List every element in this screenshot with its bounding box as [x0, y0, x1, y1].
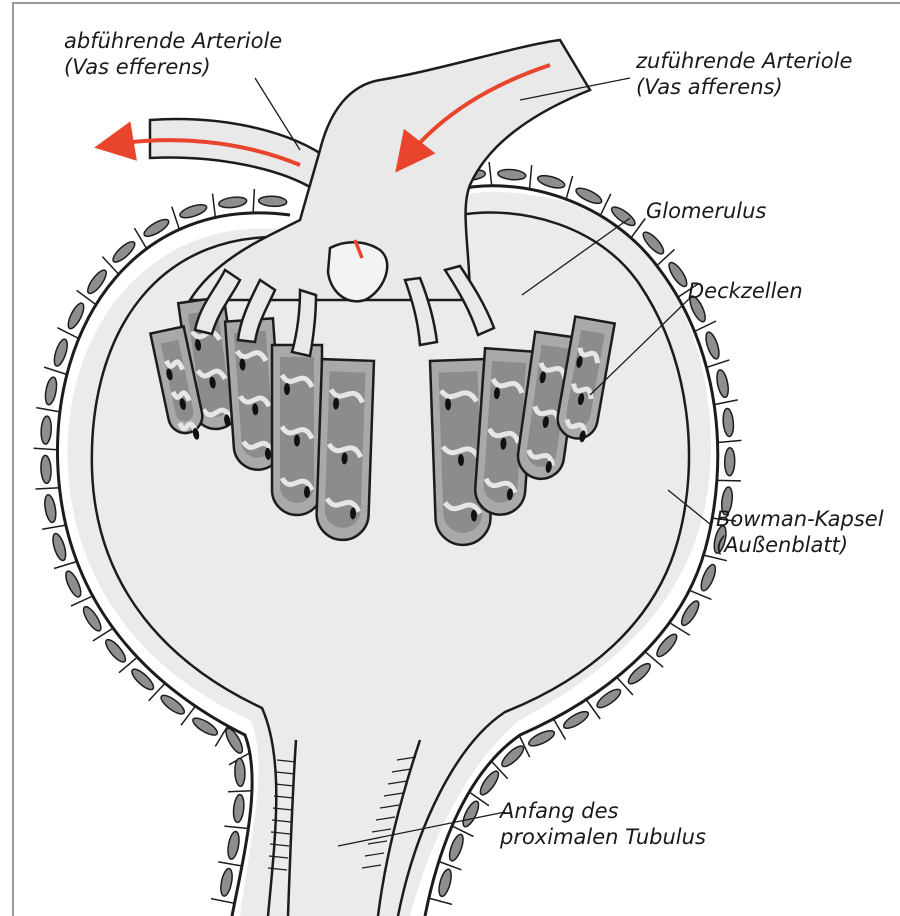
cell-border	[42, 525, 66, 529]
cell-border	[489, 162, 492, 186]
label-deckzellen: Deckzellen	[688, 278, 803, 304]
cell-border	[36, 488, 60, 489]
epithelial-cell-nucleus	[722, 408, 734, 437]
epithelial-cell-nucleus	[724, 448, 735, 476]
cell-border	[714, 400, 738, 405]
epithelial-cell-nucleus	[258, 196, 286, 207]
label-vas-afferens-line1: zuführende Arteriole	[636, 48, 852, 74]
cell-border	[600, 194, 611, 216]
epithelial-cell-nucleus	[218, 196, 247, 209]
epithelial-cell-nucleus	[52, 338, 70, 368]
label-bowman-kapsel: Bowman-Kapsel (Außenblatt)	[716, 506, 884, 558]
epithelial-cell-nucleus	[226, 831, 241, 860]
cell-border	[718, 440, 742, 442]
epithelial-cell-nucleus	[703, 331, 721, 361]
cell-border	[172, 207, 180, 230]
epithelial-cell-nucleus	[698, 563, 718, 593]
cell-border	[213, 194, 216, 218]
vas-efferens-vessel	[150, 119, 330, 190]
cell-border	[211, 899, 235, 904]
epithelial-cell-nucleus	[437, 868, 454, 898]
epithelial-cell-nucleus	[219, 868, 234, 897]
cell-border	[717, 480, 741, 481]
cell-border	[530, 165, 532, 189]
cell-border	[71, 596, 93, 606]
label-bowman-kapsel-line2: (Außenblatt)	[716, 532, 884, 558]
label-vas-afferens-line2: (Vas afferens)	[636, 74, 852, 100]
cell-border	[553, 719, 565, 740]
capillary-lobe	[316, 359, 374, 541]
cell-border	[224, 826, 248, 828]
cell-border	[54, 562, 77, 569]
label-vas-afferens: zuführende Arteriole (Vas afferens)	[636, 48, 852, 100]
label-tubulus-line1: Anfang des	[500, 798, 706, 824]
cell-border	[57, 328, 78, 339]
cell-border	[44, 367, 67, 374]
capillary-lobe	[272, 345, 322, 515]
label-bowman-kapsel-line1: Bowman-Kapsel	[716, 506, 884, 532]
cell-border	[566, 176, 573, 199]
epithelial-cell-nucleus	[234, 758, 245, 786]
cell-border	[228, 791, 252, 792]
epithelial-cell-nucleus	[447, 833, 466, 863]
epithelial-cell-nucleus	[536, 173, 566, 190]
cell-border	[429, 898, 452, 904]
epithelial-cell-nucleus	[232, 794, 245, 823]
label-glomerulus: Glomerulus	[646, 198, 766, 224]
label-vas-efferens: abführende Arteriole (Vas efferens)	[64, 28, 282, 80]
epithelial-cell-nucleus	[50, 532, 68, 562]
epithelial-cell-nucleus	[497, 168, 526, 181]
cell-border	[34, 448, 58, 450]
epithelial-cell-nucleus	[715, 369, 730, 398]
cell-border	[689, 590, 711, 599]
epithelial-cell-nucleus	[178, 202, 208, 220]
cell-border	[695, 321, 717, 331]
epithelial-cell-nucleus	[43, 494, 58, 523]
label-tubulus-line2: proximalen Tubulus	[500, 824, 706, 850]
cell-border	[36, 408, 60, 412]
label-vas-efferens-line2: (Vas efferens)	[64, 54, 282, 80]
epithelial-cell-nucleus	[44, 376, 59, 405]
label-tubulus: Anfang des proximalen Tubulus	[500, 798, 706, 850]
epithelial-cell-nucleus	[40, 455, 51, 483]
epithelial-cell-nucleus	[40, 416, 52, 445]
cell-border	[439, 862, 462, 870]
cell-border	[253, 189, 254, 213]
cell-border	[218, 862, 242, 866]
cell-border	[707, 360, 730, 368]
label-vas-efferens-line1: abführende Arteriole	[64, 28, 282, 54]
